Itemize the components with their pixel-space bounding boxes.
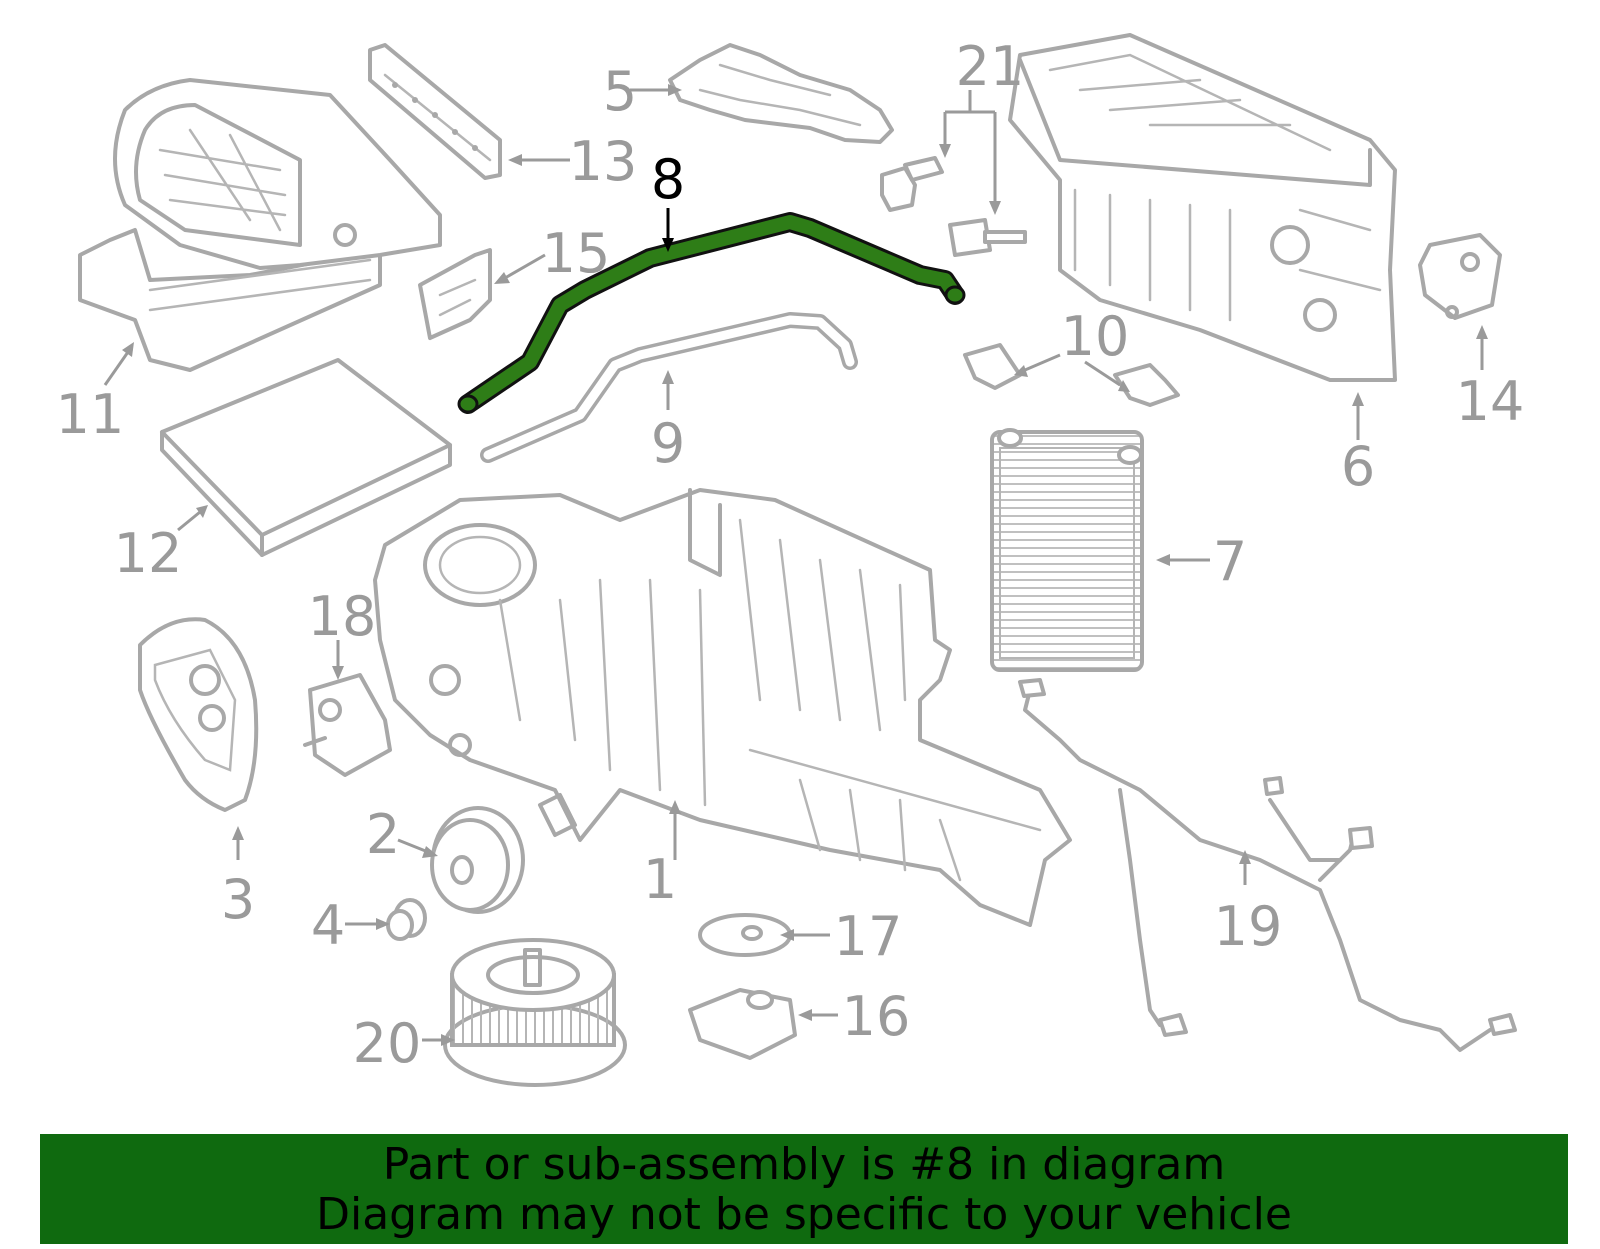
part-6-rear-hvac-unit xyxy=(1008,33,1397,382)
part-8-hose-highlighted xyxy=(457,212,966,414)
part-18-module xyxy=(303,673,392,777)
callout-19: 19 xyxy=(1214,895,1283,958)
callout-13: 13 xyxy=(569,130,638,193)
callout-11: 11 xyxy=(56,383,125,446)
part-3-seal xyxy=(138,617,259,812)
callout-17: 17 xyxy=(834,905,903,968)
callout-3: 3 xyxy=(221,868,255,931)
callout-10: 10 xyxy=(1061,305,1130,368)
callout-8: 8 xyxy=(651,148,685,211)
part-11-inlet-housing xyxy=(78,78,442,372)
part-21-sensors xyxy=(880,156,1027,257)
callout-12: 12 xyxy=(114,522,183,585)
callout-labels: 1 2 3 4 5 6 7 8 9 10 11 12 13 14 15 16 1… xyxy=(56,35,1525,1075)
callout-6: 6 xyxy=(1341,435,1375,498)
footer-banner: Part or sub-assembly is #8 in diagram Di… xyxy=(40,1134,1568,1244)
part-19-wiring-harness xyxy=(1018,678,1517,1052)
part-10-clips xyxy=(963,343,1180,407)
callout-9: 9 xyxy=(651,412,685,475)
part-14-actuator xyxy=(1418,233,1502,320)
part-7-heater-core xyxy=(990,428,1144,672)
callout-14: 14 xyxy=(1456,370,1525,433)
callout-16: 16 xyxy=(842,985,911,1048)
callout-20: 20 xyxy=(353,1012,422,1075)
callout-5: 5 xyxy=(603,60,637,123)
part-16-resistor xyxy=(688,988,797,1060)
part-1-hvac-case xyxy=(373,488,1072,927)
part-13-bracket xyxy=(368,43,502,180)
part-5-duct xyxy=(668,43,894,144)
callout-18: 18 xyxy=(308,585,377,648)
callout-1: 1 xyxy=(643,848,677,911)
footer-line-2: Diagram may not be specific to your vehi… xyxy=(316,1189,1292,1240)
part-15-bracket xyxy=(418,248,492,340)
part-9-hose xyxy=(480,312,858,463)
callout-7: 7 xyxy=(1213,530,1247,593)
part-20-blower-motor xyxy=(443,938,627,1087)
part-4-bushing xyxy=(386,898,427,941)
callout-2: 2 xyxy=(366,803,400,866)
part-17-cap xyxy=(698,913,792,957)
leader-lines xyxy=(103,84,1488,1046)
part-2-blower-cover xyxy=(430,806,525,914)
callout-4: 4 xyxy=(311,894,345,957)
callout-15: 15 xyxy=(542,222,611,285)
part-12-cabin-filter xyxy=(160,358,452,557)
footer-line-1: Part or sub-assembly is #8 in diagram xyxy=(382,1139,1226,1190)
callout-21: 21 xyxy=(956,35,1025,98)
